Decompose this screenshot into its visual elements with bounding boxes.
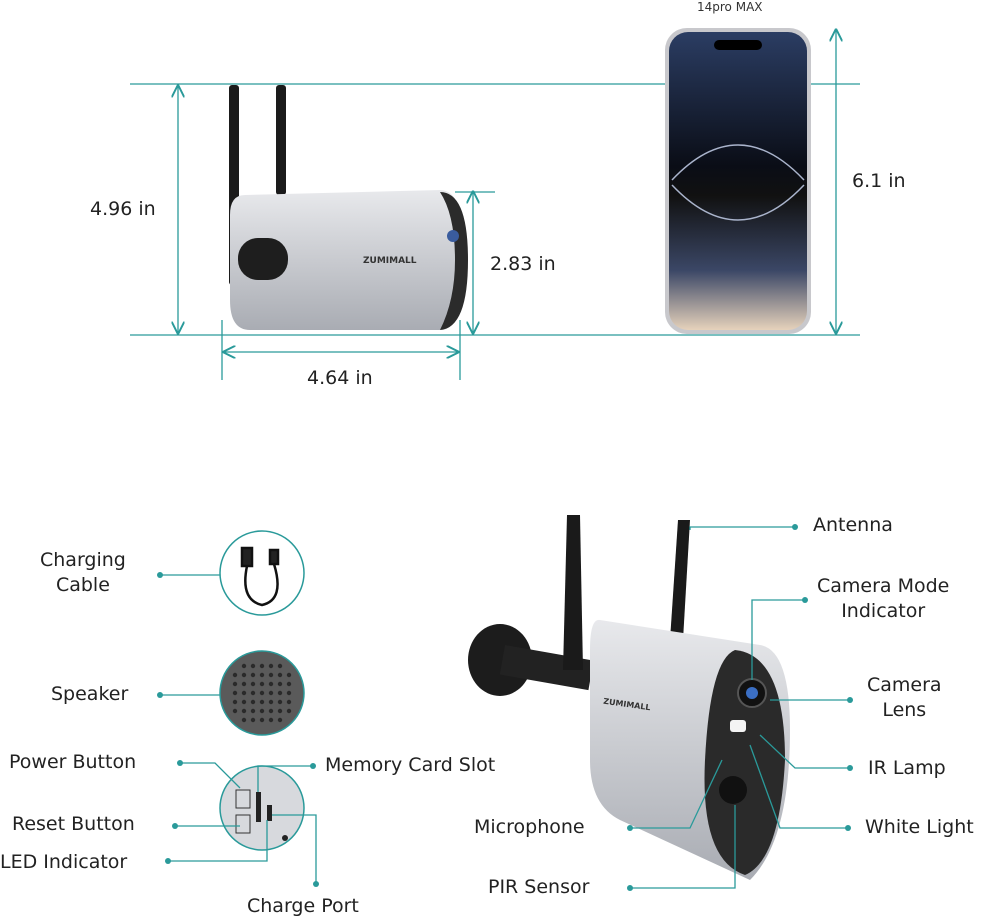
speaker-hole [277, 663, 283, 669]
speaker-hole [241, 699, 247, 705]
speaker-hole [286, 690, 292, 696]
speaker-hole [268, 699, 274, 705]
speaker-hole [286, 681, 292, 687]
microphone-label: Microphone [474, 816, 585, 838]
ports-circle [219, 765, 305, 851]
body-height-label: 2.83 in [490, 253, 556, 275]
brand-logo-top: ZUMIMALL [363, 256, 417, 266]
speaker-hole [250, 681, 256, 687]
speaker-hole [286, 708, 292, 714]
speaker-hole [259, 672, 265, 678]
speaker-hole [259, 699, 265, 705]
speaker-hole [277, 681, 283, 687]
speaker-hole [286, 699, 292, 705]
speaker-hole [232, 690, 238, 696]
speaker-hole [277, 699, 283, 705]
speaker-hole [286, 672, 292, 678]
charging-cable-circle [219, 530, 305, 616]
camera-lens-label: Camera Lens [867, 674, 942, 721]
speaker-hole [232, 681, 238, 687]
led-indicator-label: LED Indicator [0, 851, 128, 873]
speaker-hole [250, 672, 256, 678]
speaker-hole [277, 672, 283, 678]
speaker-hole [259, 690, 265, 696]
reset-button-label: Reset Button [12, 813, 135, 835]
speaker-hole [241, 672, 247, 678]
camera-mode-indicator-label: Camera Mode Indicator [817, 575, 950, 622]
speaker-hole [268, 708, 274, 714]
length-label: 4.64 in [307, 367, 373, 389]
speaker-hole [277, 708, 283, 714]
camera-front-view [468, 515, 790, 880]
speaker-hole [241, 690, 247, 696]
height-with-antenna-label: 4.96 in [90, 198, 156, 220]
speaker-hole [259, 708, 265, 714]
camera-side-view [229, 85, 468, 330]
speaker-hole [250, 699, 256, 705]
power-button-label: Power Button [9, 751, 137, 773]
speaker-hole [259, 681, 265, 687]
speaker-hole [268, 672, 274, 678]
speaker-hole [250, 663, 256, 669]
charging-cable-label: Charging Cable [40, 549, 126, 596]
speaker-hole [268, 717, 274, 723]
speaker-hole [232, 708, 238, 714]
speaker-hole [250, 717, 256, 723]
white-light-label: White Light [865, 816, 974, 838]
speaker-hole [277, 690, 283, 696]
speaker-hole [241, 708, 247, 714]
speaker-hole [250, 690, 256, 696]
pir-sensor-label: PIR Sensor [488, 876, 590, 898]
speaker-hole [259, 717, 265, 723]
charge-port-label: Charge Port [247, 895, 359, 917]
speaker-hole [232, 699, 238, 705]
speaker-hole [250, 708, 256, 714]
speaker-hole [232, 672, 238, 678]
phone-model-label: 14pro MAX [697, 0, 763, 14]
speaker-hole [268, 681, 274, 687]
speaker-hole [277, 717, 283, 723]
phone-illustration [665, 28, 811, 334]
ir-lamp-label: IR Lamp [868, 757, 946, 779]
callout-lines [160, 526, 850, 889]
antenna-label: Antenna [813, 514, 893, 536]
speaker-hole [241, 681, 247, 687]
memory-card-slot-label: Memory Card Slot [325, 754, 496, 776]
speaker-hole [268, 663, 274, 669]
phone-height-label: 6.1 in [852, 170, 906, 192]
speaker-hole [241, 717, 247, 723]
speaker-hole [268, 690, 274, 696]
speaker-hole [241, 663, 247, 669]
speaker-label: Speaker [51, 683, 129, 705]
speaker-hole [259, 663, 265, 669]
